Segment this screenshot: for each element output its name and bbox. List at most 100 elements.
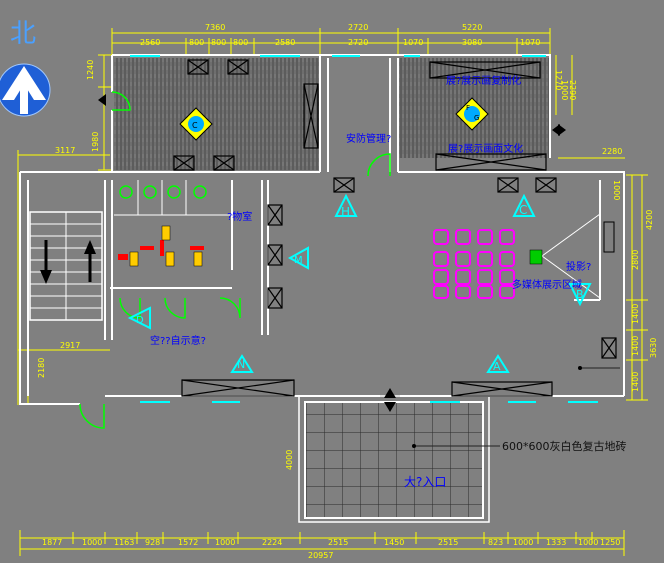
- windows: [130, 55, 598, 403]
- display-case: [267, 244, 283, 266]
- staircase: [29, 211, 103, 321]
- plant-icons: [119, 185, 207, 199]
- dim-top-part-2: 800: [189, 38, 204, 47]
- dim-right-6: 2800: [631, 250, 640, 270]
- right-dimension-labels: 1270 1000 2290 2280 4200 2800 1400 3630 …: [285, 70, 658, 470]
- room-label-multimedia: 多媒体展示区域: [512, 278, 582, 291]
- bottom-dimension-labels: 1877 1000 1163 928 1572 1000 2224 2515 1…: [42, 538, 620, 560]
- dim-right-8: 3630: [649, 338, 658, 358]
- display-case: [187, 59, 209, 75]
- dim-top-part-9: 1070: [520, 38, 540, 47]
- display-cases: [173, 59, 617, 397]
- doors: [79, 91, 391, 429]
- room-label-projection: 投影?: [566, 260, 591, 273]
- display-case: [535, 177, 557, 193]
- info-diamond-left: C: [179, 107, 213, 141]
- dim-top-part-6: 2720: [348, 38, 368, 47]
- room-label-exhibit-culture-1: 展?展示画复制化: [446, 74, 521, 87]
- dim-right-3: 2290: [568, 80, 577, 100]
- dim-left-5: 2180: [37, 358, 46, 378]
- display-case: [267, 287, 283, 309]
- display-case: [267, 204, 283, 226]
- dim-bottom-total: 20957: [308, 551, 333, 560]
- dim-entrance-depth: 4000: [285, 450, 294, 470]
- double-arrows: [98, 94, 566, 412]
- dim-bottom-3: 1163: [114, 538, 134, 547]
- dim-right-2: 1000: [560, 80, 569, 100]
- compass: 北: [0, 19, 51, 117]
- dim-bottom-10: 2515: [438, 538, 458, 547]
- room-label-security: 安防管理?: [346, 132, 391, 145]
- display-case: [601, 337, 617, 359]
- bottom-dimension-lines: [19, 530, 625, 556]
- dim-bottom-14: 1000: [578, 538, 598, 547]
- stair-up-arrow-icon: [84, 240, 96, 282]
- info-diamond-right: F G: [455, 97, 489, 131]
- direction-markers: H C M D B N A: [127, 193, 592, 373]
- dim-bottom-4: 928: [145, 538, 160, 547]
- left-dimension-lines: [17, 54, 112, 405]
- entrance-tiles: [304, 401, 484, 519]
- north-arrow-icon: [0, 63, 51, 117]
- display-case: [303, 83, 319, 149]
- display-case: [333, 177, 355, 193]
- dim-right-9: 1400: [631, 372, 640, 392]
- dim-bottom-15: 1250: [600, 538, 620, 547]
- svg-text:M: M: [294, 255, 303, 266]
- sink-icons: [129, 225, 203, 267]
- dim-left-4: 2917: [60, 341, 80, 350]
- marker-n: N: [230, 354, 254, 373]
- dim-bottom-8: 2515: [328, 538, 348, 547]
- display-case: [213, 155, 235, 171]
- dim-top-total-2: 2720: [348, 23, 368, 32]
- room-label-space-display: 空??自示意?: [150, 334, 206, 347]
- info-letter-f: F: [466, 104, 470, 112]
- fixture-marks: [118, 240, 204, 260]
- marker-m: M: [287, 246, 309, 270]
- dim-bottom-5: 1572: [178, 538, 198, 547]
- projector-icon: [529, 249, 543, 265]
- display-case: [451, 381, 553, 397]
- dim-bottom-2: 1000: [82, 538, 102, 547]
- north-label: 北: [10, 19, 36, 49]
- display-case: [497, 177, 519, 193]
- info-letter-c: C: [192, 121, 198, 130]
- dim-right-10: 1400: [631, 336, 640, 356]
- left-dimension-labels: 1240 1980 3117 2917 2180: [37, 60, 100, 378]
- display-case: [173, 155, 195, 171]
- marker-a: A: [486, 354, 510, 373]
- dim-bottom-11: 823: [488, 538, 503, 547]
- dim-top-part-8: 3080: [462, 38, 482, 47]
- dim-bottom-1: 1877: [42, 538, 62, 547]
- info-letter-g: G: [474, 114, 479, 122]
- stall-partitions: [114, 180, 232, 216]
- room-label-exhibit-culture-2: 展?展示画面文化: [448, 142, 523, 155]
- dim-right-5: 4200: [645, 210, 654, 230]
- svg-text:B: B: [576, 288, 584, 301]
- dim-bottom-12: 1000: [513, 538, 533, 547]
- dim-top-part-5: 2580: [275, 38, 295, 47]
- down-arrow-icon: [384, 402, 396, 412]
- svg-text:C: C: [519, 203, 527, 217]
- dim-left-2: 1980: [91, 132, 100, 152]
- dim-top-part-7: 1070: [403, 38, 423, 47]
- up-arrow-icon: [384, 388, 396, 398]
- dim-top-part-1: 2560: [140, 38, 160, 47]
- svg-text:A: A: [493, 360, 501, 373]
- dim-bottom-13: 1333: [546, 538, 566, 547]
- display-case: [227, 59, 249, 75]
- restroom: [114, 180, 232, 267]
- svg-text:D: D: [136, 315, 144, 326]
- right-dimension-lines: [555, 55, 648, 401]
- marker-c: C: [512, 193, 536, 217]
- leader-dot: [578, 366, 582, 370]
- dim-left-1: 1240: [86, 60, 95, 80]
- dim-bottom-9: 1450: [384, 538, 404, 547]
- floor-note: 600*600灰白色复古地砖: [502, 439, 627, 453]
- exhibit-room-1-floor: [114, 58, 320, 170]
- display-case: [181, 379, 295, 397]
- top-dimension-labels: 7360 2720 5220 2560 800 800 800 2580 272…: [140, 23, 540, 47]
- dim-bottom-6: 1000: [215, 538, 235, 547]
- dim-right-4: 2280: [602, 147, 622, 156]
